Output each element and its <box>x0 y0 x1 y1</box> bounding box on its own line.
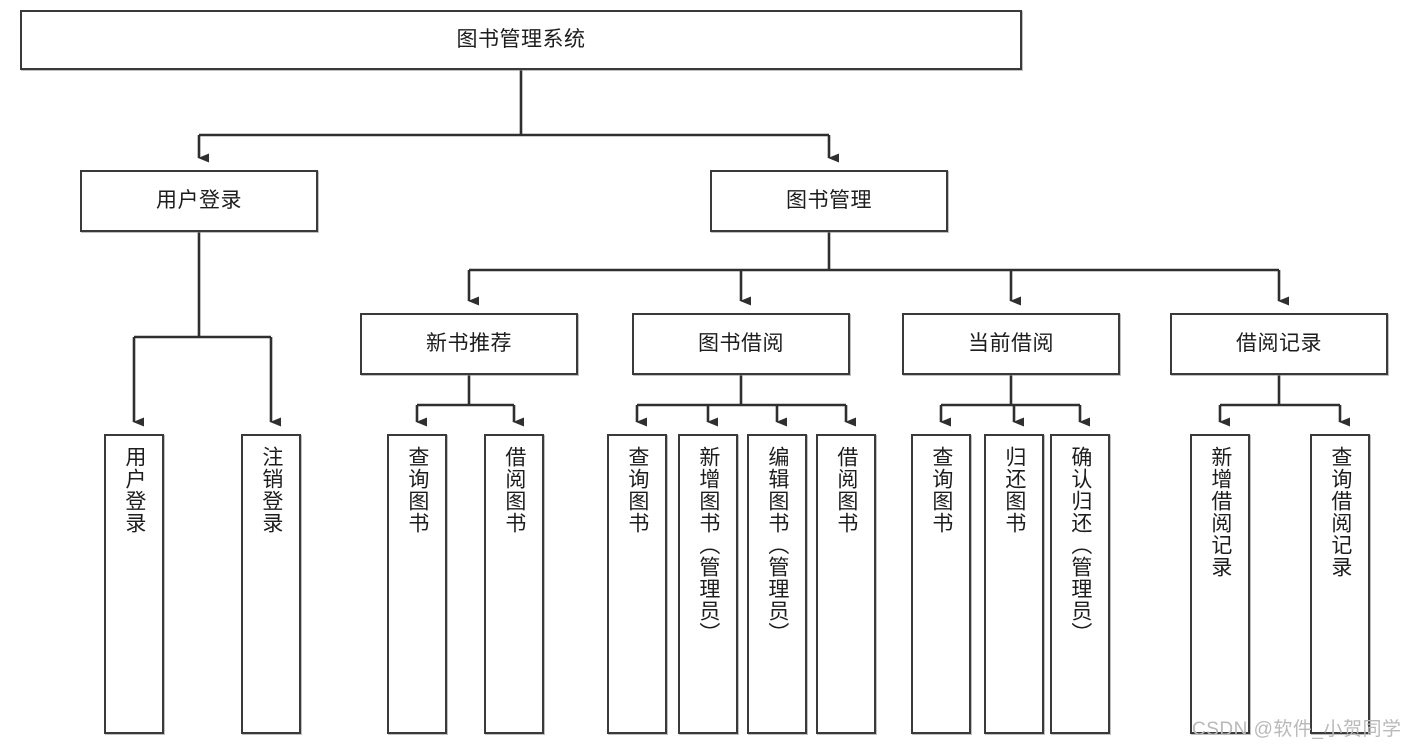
leaf-current-query-book[interactable]: 查询图书 <box>911 434 971 734</box>
leaf-logout-label: 注销登录 <box>259 446 283 534</box>
leaf-user-login-label: 用户登录 <box>122 446 146 534</box>
leaf-borrow-query-book-label: 查询图书 <box>625 446 649 534</box>
node-book-management[interactable]: 图书管理 <box>710 170 948 232</box>
leaf-borrow-lend-book-label: 借阅图书 <box>834 446 858 534</box>
node-book-management-label: 图书管理 <box>786 189 872 213</box>
node-new-book-recommend-label: 新书推荐 <box>426 332 512 356</box>
leaf-current-confirm-return-admin[interactable]: 确认归还（管理员） <box>1050 434 1110 734</box>
node-book-borrow[interactable]: 图书借阅 <box>632 313 850 375</box>
leaf-logout[interactable]: 注销登录 <box>241 434 301 734</box>
node-user-login-label: 用户登录 <box>156 189 242 213</box>
leaf-records-query-record[interactable]: 查询借阅记录 <box>1310 434 1370 734</box>
leaf-current-return-book[interactable]: 归还图书 <box>984 434 1044 734</box>
leaf-newbook-borrow-book[interactable]: 借阅图书 <box>484 434 544 734</box>
leaf-user-login[interactable]: 用户登录 <box>104 434 164 734</box>
leaf-newbook-query-book-label: 查询图书 <box>405 446 429 534</box>
node-root-system[interactable]: 图书管理系统 <box>20 10 1022 70</box>
leaf-current-confirm-return-admin-label: 确认归还（管理员） <box>1068 446 1092 644</box>
node-current-borrow[interactable]: 当前借阅 <box>902 313 1120 375</box>
leaf-borrow-query-book[interactable]: 查询图书 <box>607 434 667 734</box>
node-root-system-label: 图书管理系统 <box>456 28 586 52</box>
leaf-borrow-edit-book-admin[interactable]: 编辑图书（管理员） <box>747 434 807 734</box>
leaf-borrow-edit-book-admin-label: 编辑图书（管理员） <box>765 446 789 644</box>
leaf-records-add-record-label: 新增借阅记录 <box>1208 446 1232 578</box>
leaf-borrow-lend-book[interactable]: 借阅图书 <box>816 434 876 734</box>
leaf-records-add-record[interactable]: 新增借阅记录 <box>1190 434 1250 734</box>
leaf-borrow-add-book-admin-label: 新增图书（管理员） <box>696 446 720 644</box>
leaf-newbook-query-book[interactable]: 查询图书 <box>387 434 447 734</box>
node-user-login[interactable]: 用户登录 <box>80 170 318 232</box>
node-borrow-records[interactable]: 借阅记录 <box>1170 313 1388 375</box>
node-current-borrow-label: 当前借阅 <box>968 332 1054 356</box>
leaf-newbook-borrow-book-label: 借阅图书 <box>502 446 526 534</box>
leaf-current-return-book-label: 归还图书 <box>1002 446 1026 534</box>
leaf-records-query-record-label: 查询借阅记录 <box>1328 446 1352 578</box>
node-book-borrow-label: 图书借阅 <box>698 332 784 356</box>
leaf-current-query-book-label: 查询图书 <box>929 446 953 534</box>
csdn-watermark: CSDN @软件_小贺同学 <box>1192 719 1402 740</box>
node-new-book-recommend[interactable]: 新书推荐 <box>360 313 578 375</box>
node-borrow-records-label: 借阅记录 <box>1236 332 1322 356</box>
leaf-borrow-add-book-admin[interactable]: 新增图书（管理员） <box>678 434 738 734</box>
